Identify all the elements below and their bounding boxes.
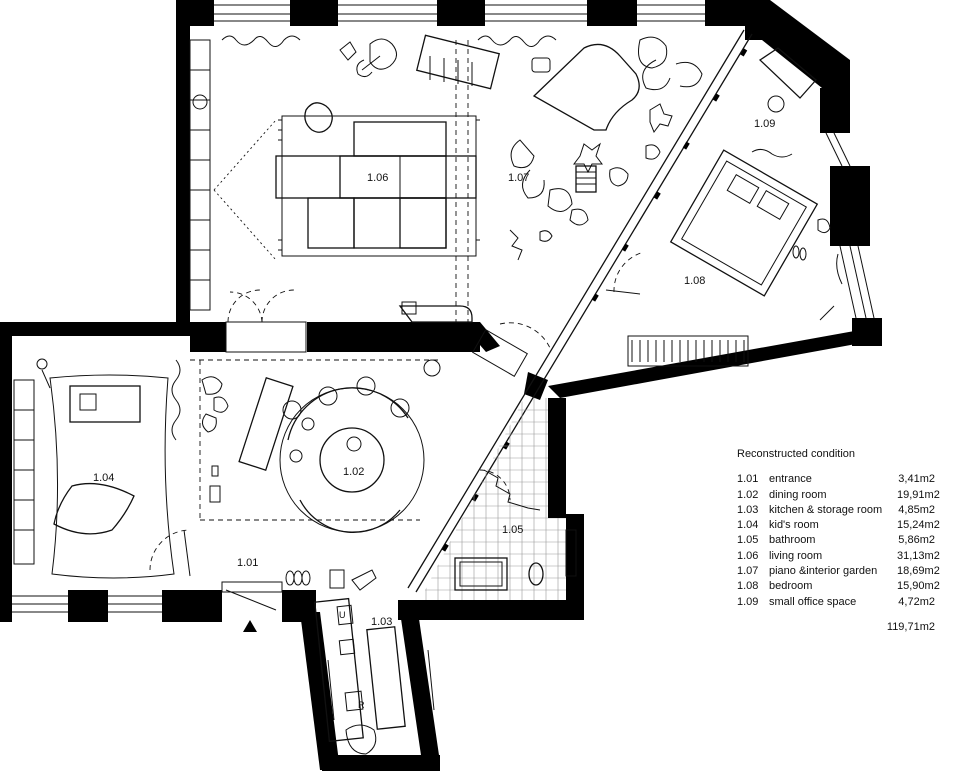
room-legend: Reconstructed condition 1.01 entrance 3,41… [737, 447, 947, 635]
room-label-1.04: 1.04 [93, 472, 114, 484]
legend-code: 1.03 [737, 503, 759, 516]
legend-total-area: 119,71m2 [886, 620, 935, 633]
legend-room-area: 18,69m2 [897, 565, 940, 578]
glass-partition [407, 29, 753, 593]
legend-room-area: 15,90m2 [897, 580, 940, 593]
legend-code: 1.05 [737, 534, 759, 547]
legend-room-area: 19,91m2 [897, 488, 940, 501]
legend-room-area: 4,72m2 [898, 595, 935, 608]
entrance-arrow-icon [243, 620, 257, 632]
legend-row: 1.03 kitchen & storage room 4,85m2 [737, 503, 947, 518]
legend-row: 1.05 bathroom 5,86m2 [737, 533, 947, 548]
room-labels: 1.01 1.02 1.03 1.04 1.05 1.06 1.07 1.08 … [93, 118, 775, 628]
bathtub [454, 557, 508, 591]
legend-code: 1.06 [737, 549, 759, 562]
legend-room-area: 4,85m2 [898, 503, 935, 516]
living-room-furniture [189, 39, 480, 353]
legend-title: Reconstructed condition [737, 448, 856, 460]
legend-room-name: entrance [769, 473, 812, 486]
legend-room-name: bathroom [769, 534, 816, 547]
legend-code: 1.02 [737, 488, 759, 501]
legend-row: 1.04 kid's room 15,24m2 [737, 518, 947, 533]
piano-garden-furniture [221, 34, 703, 261]
legend-room-name: living room [769, 549, 823, 562]
legend-room-name: dining room [769, 488, 827, 501]
legend-room-name: kid's room [769, 519, 819, 532]
legend-row: 1.08 bedroom 15,90m2 [737, 579, 947, 594]
legend-code: 1.08 [737, 580, 759, 593]
legend-room-name: piano &interior garden [769, 565, 878, 578]
legend-room-name: bedroom [769, 580, 813, 593]
legend-code: 1.07 [737, 565, 759, 578]
legend-room-area: 5,86m2 [898, 534, 935, 547]
legend-room-name: small office space [769, 595, 857, 608]
legend-room-area: 15,24m2 [897, 519, 940, 532]
legend-room-name: kitchen & storage room [769, 503, 883, 516]
legend-row: 1.02 dining room 19,91m2 [737, 488, 947, 503]
room-label-1.07: 1.07 [508, 172, 529, 184]
sink-letter: U [339, 610, 346, 620]
bedroom-furniture [605, 47, 843, 367]
legend-row: 1.07 piano &interior garden 18,69m2 [737, 564, 947, 579]
room-label-1.03: 1.03 [371, 616, 392, 628]
room-label-1.06: 1.06 [367, 172, 388, 184]
legend-room-area: 31,13m2 [897, 549, 940, 562]
legend-rows: 1.01 entrance 3,41m2 1.02 dining room 19,91m… [737, 472, 947, 610]
room-label-1.01: 1.01 [237, 557, 258, 569]
kids-room-furniture [13, 358, 191, 579]
entrance-kitchen-furniture: U R [221, 322, 551, 755]
legend-row: 1.01 entrance 3,41m2 [737, 472, 947, 487]
fridge-letter: R [358, 700, 365, 710]
room-label-1.02: 1.02 [343, 466, 364, 478]
legend-code: 1.04 [737, 519, 759, 532]
room-label-1.09: 1.09 [754, 118, 775, 130]
legend-code: 1.01 [737, 473, 759, 486]
legend-code: 1.09 [737, 595, 759, 608]
room-label-1.05: 1.05 [502, 524, 523, 536]
legend-row: 1.06 living room 31,13m2 [737, 549, 947, 564]
toilet [528, 562, 544, 586]
dining-room-furniture [171, 359, 441, 533]
room-label-1.08: 1.08 [684, 275, 705, 287]
legend-row: 1.09 small office space 4,72m2 [737, 595, 947, 610]
legend-room-area: 3,41m2 [898, 473, 935, 486]
walls [0, 0, 882, 771]
windows [12, 4, 875, 721]
